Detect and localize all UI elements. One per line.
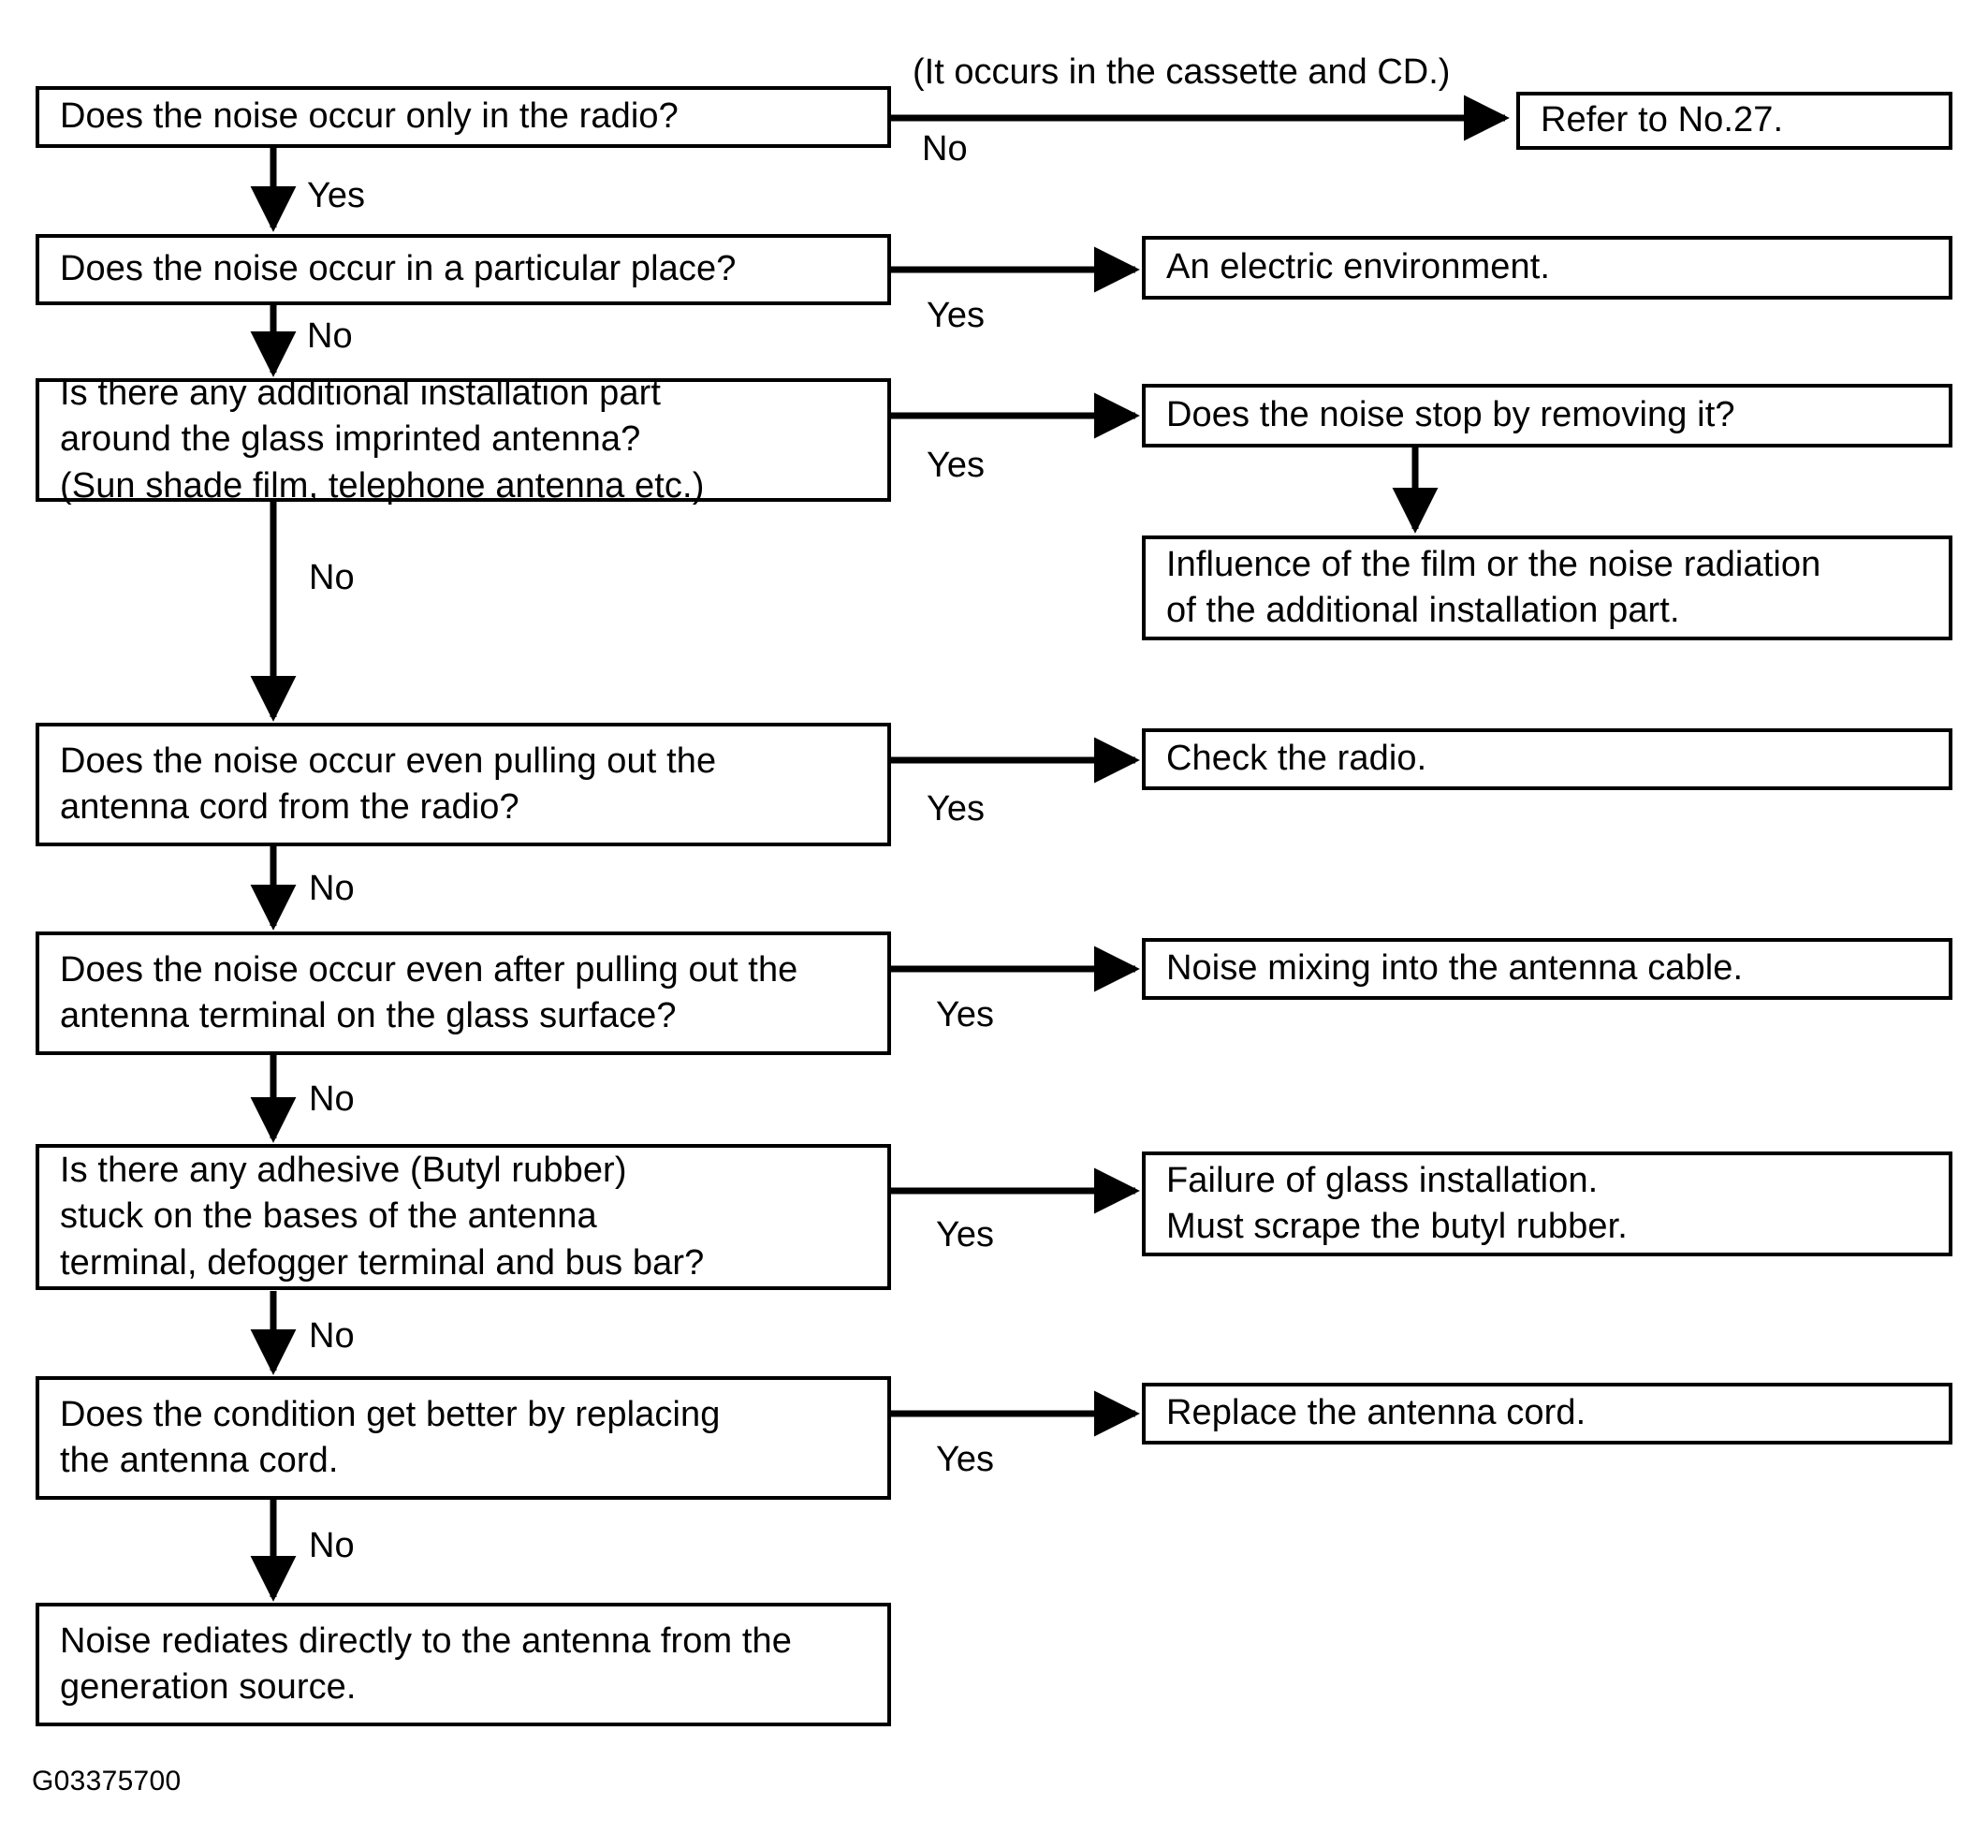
node-q2[interactable]: Does the noise occur in a particular pla… — [36, 234, 891, 305]
node-q3y[interactable]: Does the noise stop by removing it? — [1142, 384, 1952, 447]
node-q6-label: Is there any adhesive (Butyl rubber) stu… — [60, 1150, 705, 1283]
edge-label-q2-yes: Yes — [927, 296, 985, 335]
edge-label-q7-no: No — [309, 1526, 355, 1565]
node-q7-label: Does the condition get better by replaci… — [60, 1394, 721, 1480]
node-a3[interactable]: Influence of the film or the noise radia… — [1142, 535, 1952, 640]
node-q4-label: Does the noise occur even pulling out th… — [60, 741, 717, 827]
edge-label-q3-yes: Yes — [927, 446, 985, 485]
node-q3-label: Is there any additional installation par… — [60, 373, 705, 506]
node-q5[interactable]: Does the noise occur even after pulling … — [36, 931, 891, 1055]
node-q8[interactable]: Noise rediates directly to the antenna f… — [36, 1603, 891, 1726]
node-a1-label: Refer to No.27. — [1541, 100, 1784, 140]
edge-label-q1-no: No — [922, 129, 968, 169]
node-a7-label: Replace the antenna cord. — [1166, 1393, 1586, 1433]
node-q7[interactable]: Does the condition get better by replaci… — [36, 1376, 891, 1500]
node-a6-label: Failure of glass installation. Must scra… — [1166, 1160, 1628, 1246]
edge-label-q7-yes: Yes — [936, 1440, 994, 1479]
node-a6[interactable]: Failure of glass installation. Must scra… — [1142, 1151, 1952, 1256]
cassette-cd-note: (It occurs in the cassette and CD.) — [913, 52, 1451, 92]
node-q3y-label: Does the noise stop by removing it? — [1166, 395, 1735, 435]
edge-label-q4-no: No — [309, 869, 355, 908]
edge-label-q3-no: No — [309, 558, 355, 597]
node-a1[interactable]: Refer to No.27. — [1516, 92, 1952, 150]
node-a4-label: Check the radio. — [1166, 739, 1427, 779]
edge-label-q5-no: No — [309, 1079, 355, 1119]
edge-label-q5-yes: Yes — [936, 995, 994, 1034]
edge-label-q6-yes: Yes — [936, 1215, 994, 1254]
node-q5-label: Does the noise occur even after pulling … — [60, 949, 798, 1035]
node-a2[interactable]: An electric environment. — [1142, 236, 1952, 300]
node-q4[interactable]: Does the noise occur even pulling out th… — [36, 723, 891, 846]
edge-label-q2-no: No — [307, 316, 353, 356]
edge-label-q6-no: No — [309, 1316, 355, 1356]
node-a4[interactable]: Check the radio. — [1142, 728, 1952, 790]
node-a2-label: An electric environment. — [1166, 247, 1551, 287]
node-a5[interactable]: Noise mixing into the antenna cable. — [1142, 938, 1952, 1000]
node-a5-label: Noise mixing into the antenna cable. — [1166, 948, 1744, 989]
edge-label-q1-yes: Yes — [307, 176, 365, 215]
node-q6[interactable]: Is there any adhesive (Butyl rubber) stu… — [36, 1144, 891, 1290]
node-q1[interactable]: Does the noise occur only in the radio? — [36, 86, 891, 148]
node-q3[interactable]: Is there any additional installation par… — [36, 374, 891, 506]
edge-label-q4-yes: Yes — [927, 789, 985, 829]
footer-code: G03375700 — [32, 1766, 182, 1797]
node-q1-label: Does the noise occur only in the radio? — [60, 96, 679, 137]
node-q8-label: Noise rediates directly to the antenna f… — [60, 1621, 793, 1707]
node-a3-label: Influence of the film or the noise radia… — [1166, 544, 1821, 630]
node-a7[interactable]: Replace the antenna cord. — [1142, 1383, 1952, 1445]
node-q2-label: Does the noise occur in a particular pla… — [60, 249, 737, 289]
